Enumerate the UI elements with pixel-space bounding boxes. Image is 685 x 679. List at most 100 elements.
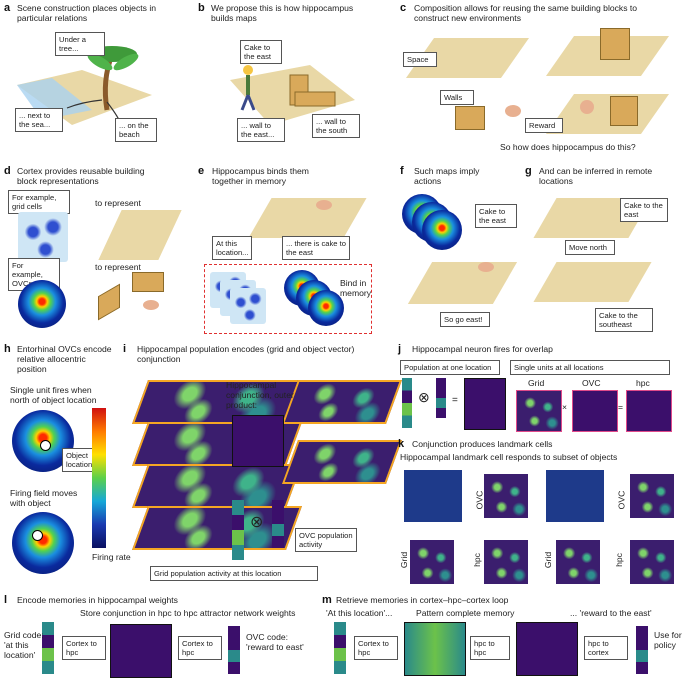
box-space: Space bbox=[403, 52, 437, 67]
k-grid-map-1 bbox=[410, 540, 454, 584]
object-marker-1 bbox=[40, 440, 51, 451]
ovc-stack-3 bbox=[308, 290, 344, 326]
k-hpc-label-1: hpc bbox=[471, 553, 482, 567]
panel-e-title: Hippocampus binds them together in memor… bbox=[212, 166, 309, 186]
j-ovc-vector bbox=[436, 378, 446, 418]
j-conj-matrix bbox=[464, 378, 506, 430]
l-ovc-vector bbox=[228, 626, 240, 674]
box-wall-south: ... wall to the south bbox=[312, 114, 360, 138]
bind-memory-frame bbox=[204, 264, 372, 334]
ovc-code-label: OVC code: 'reward to east' bbox=[246, 632, 304, 652]
grid-cell-map bbox=[18, 212, 68, 262]
panel-l-title: Encode memories in hippocampal weights bbox=[17, 595, 178, 605]
panel-b-title: We propose this is how hippocampus build… bbox=[211, 3, 354, 23]
k-hpc-map-1 bbox=[484, 540, 528, 584]
box-cortex-hpc-1: Cortex to hpc bbox=[62, 636, 106, 660]
represent-2: to represent bbox=[95, 262, 141, 272]
j-otimes: ⊗ bbox=[418, 389, 430, 405]
wall-block-1 bbox=[600, 28, 630, 60]
at-location-label: 'At this location'... bbox=[326, 608, 393, 618]
box-walls: Walls bbox=[440, 90, 474, 105]
j-hpc-label: hpc bbox=[636, 378, 650, 388]
j-times: × bbox=[562, 402, 568, 412]
j-grid-label: Grid bbox=[528, 378, 545, 388]
j-equals: = bbox=[452, 395, 458, 406]
l-weight-matrix bbox=[110, 624, 172, 678]
panel-f-letter: f bbox=[400, 165, 404, 177]
cake-table-icon bbox=[316, 200, 332, 210]
panel-j-title: Hippocampal neuron fires for overlap bbox=[412, 344, 553, 354]
panel-g-title: And can be inferred in remote locations bbox=[539, 166, 653, 186]
j-ovc-map bbox=[572, 390, 618, 432]
ovc-vector bbox=[272, 500, 284, 548]
wall-block-2 bbox=[610, 96, 638, 126]
k-map-2 bbox=[546, 470, 604, 522]
box-reward: Reward bbox=[525, 118, 563, 133]
wall-icon-2 bbox=[98, 283, 120, 321]
k-ovc-label-2: OVC bbox=[616, 490, 627, 510]
represent-1: to represent bbox=[95, 198, 141, 208]
grid-stack-3 bbox=[230, 288, 266, 324]
box-hpc-cortex: hpc to cortex bbox=[584, 636, 628, 660]
colorbar bbox=[92, 408, 106, 548]
panel-d-letter: d bbox=[4, 165, 11, 177]
box-grid-cells: For example, grid cells bbox=[8, 190, 70, 214]
box-single-units: Single units at all locations bbox=[510, 360, 670, 375]
k-grid-label-1: Grid bbox=[399, 551, 410, 569]
m-ovc-vector bbox=[636, 626, 648, 674]
single-unit-caption: Single unit fires when north of object l… bbox=[10, 385, 97, 405]
object-marker-2 bbox=[32, 530, 43, 541]
k-grid-map-2 bbox=[556, 540, 600, 584]
box-next-to-sea: ... next to the sea... bbox=[15, 108, 63, 132]
otimes-i: ⊗ bbox=[250, 514, 264, 531]
firing-rate-label: Firing rate bbox=[92, 552, 131, 562]
m-grid-vector bbox=[334, 622, 346, 674]
reward-east-label: ... 'reward to the east' bbox=[570, 608, 652, 618]
i-layer-right-2 bbox=[281, 440, 403, 484]
j-ovc-label: OVC bbox=[582, 378, 601, 388]
panel-b-letter: b bbox=[198, 2, 205, 14]
box-f-cake: Cake to the east bbox=[475, 204, 517, 228]
f-heat-3 bbox=[422, 210, 462, 250]
l-grid-vector bbox=[42, 622, 54, 674]
represent-plane bbox=[98, 210, 182, 260]
panel-e-letter: e bbox=[198, 165, 205, 177]
conjunction-label: Hippocampal conjunction, outer product: bbox=[226, 380, 294, 410]
box-ovc-population: OVC population activity bbox=[295, 528, 357, 552]
box-grid-population: Grid population activity at this locatio… bbox=[150, 566, 318, 581]
k-map-1 bbox=[404, 470, 462, 522]
j-eq2: = bbox=[618, 402, 624, 412]
panel-j-letter: j bbox=[398, 343, 402, 355]
table-icon-d bbox=[143, 300, 159, 310]
wall-icon bbox=[132, 272, 164, 292]
box-population-one-location: Population at one location bbox=[400, 360, 500, 375]
panel-k-letter: k bbox=[398, 438, 405, 450]
grid-vector bbox=[232, 500, 244, 560]
panel-m-letter: m bbox=[322, 594, 332, 606]
box-cortex-hpc-2: Cortex to hpc bbox=[178, 636, 222, 660]
space-plane-3 bbox=[545, 94, 670, 134]
field-moves-caption: Firing field moves with object bbox=[10, 488, 78, 508]
k-ovc-label-1: OVC bbox=[474, 490, 485, 510]
panel-c-letter: c bbox=[400, 2, 407, 14]
grid-code-label: Grid code: 'at this location' bbox=[4, 630, 44, 660]
k-ovc-map-1 bbox=[484, 474, 528, 518]
panel-a-letter: a bbox=[4, 2, 11, 14]
panel-h-letter: h bbox=[4, 343, 11, 355]
panel-l-letter: l bbox=[4, 594, 8, 606]
k-hpc-map-2 bbox=[630, 540, 674, 584]
conjunction-matrix bbox=[232, 415, 284, 467]
m-hpc-matrix bbox=[516, 622, 578, 676]
e-plane bbox=[248, 198, 367, 238]
table-icon bbox=[580, 100, 594, 114]
reward-table-icon bbox=[505, 105, 521, 117]
box-on-beach: ... on the beach bbox=[115, 118, 157, 142]
box-g-cake-east: Cake to the east bbox=[620, 198, 668, 222]
panel-g-letter: g bbox=[525, 165, 532, 177]
box-cake-southeast: Cake to the southeast bbox=[595, 308, 653, 332]
g-plane-2 bbox=[533, 262, 652, 302]
walls-icon bbox=[455, 106, 485, 130]
ovc-field-2 bbox=[12, 512, 74, 574]
j-grid-vector bbox=[402, 378, 412, 428]
box-at-location: At this location... bbox=[212, 236, 252, 260]
